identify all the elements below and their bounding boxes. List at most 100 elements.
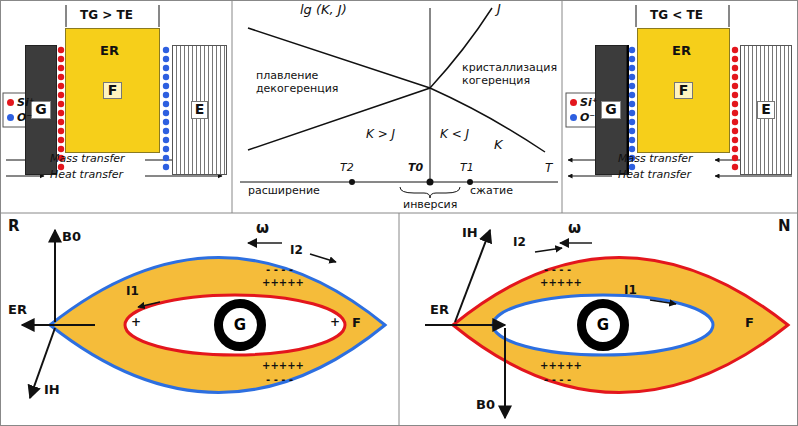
node-label: G: [234, 317, 246, 334]
ion-dot: [629, 92, 635, 98]
legend-swatch: [570, 114, 577, 121]
ion-dot: [629, 47, 635, 53]
vector-label: B0: [476, 398, 495, 413]
charge-label: - - - -: [544, 374, 571, 386]
current-label: I1: [624, 284, 637, 298]
ion-dot: [163, 74, 169, 80]
ion-dot: [58, 110, 64, 116]
charge-label: - - - -: [266, 264, 293, 276]
vector-label: B0: [62, 230, 81, 245]
ion-dot: [732, 155, 738, 161]
axis-tick: T1: [460, 162, 474, 175]
charge-label: +: [330, 316, 340, 330]
divider: [562, 0, 563, 213]
charge-label: - - - -: [266, 374, 293, 386]
ion-dot: [732, 74, 738, 80]
temperature-note: TG < TE: [650, 9, 703, 23]
ion-dot: [58, 83, 64, 89]
axis-note: сжатие: [470, 185, 513, 198]
band-label: F: [745, 316, 754, 331]
legend-swatch: [7, 99, 14, 106]
ion-dot: [58, 146, 64, 152]
ion-dot: [732, 164, 738, 170]
field-label: ER: [100, 44, 119, 59]
ion-dot: [629, 83, 635, 89]
ion-dot: [163, 128, 169, 134]
ion-dot: [732, 128, 738, 134]
vector-label: IH: [462, 226, 478, 241]
ion-dot: [629, 110, 635, 116]
legend-entry: O⁻: [570, 111, 595, 124]
ion-dot: [629, 146, 635, 152]
vector-label: ER: [8, 303, 27, 318]
ion-dot: [732, 56, 738, 62]
ion-dot: [163, 83, 169, 89]
core-circle: G: [577, 299, 629, 351]
ion-dot: [629, 137, 635, 143]
node-label: F: [103, 82, 123, 99]
flow-label: Heat transfer: [618, 169, 691, 182]
field-label: ER: [672, 44, 691, 59]
axis-note: расширение: [248, 185, 320, 198]
ion-dot: [732, 101, 738, 107]
ion-dot: [629, 65, 635, 71]
charge-label: +++++: [540, 277, 582, 289]
charge-label: +++++: [262, 360, 304, 372]
ion-dot: [58, 65, 64, 71]
ion-dot: [163, 47, 169, 53]
legend-text: O⁻: [17, 111, 32, 124]
legend-text: Si⁺: [17, 96, 35, 109]
ion-dot: [629, 101, 635, 107]
orbit-right: [425, 230, 788, 418]
axis-tick: T0: [408, 162, 423, 175]
ion-dot: [163, 119, 169, 125]
ion-dot: [629, 74, 635, 80]
axis-label: lg (K, J): [300, 3, 347, 18]
charge-label: +++++: [262, 277, 304, 289]
ion-dot: [732, 47, 738, 53]
vector-label: IH: [44, 383, 60, 398]
band-label: F: [352, 316, 361, 331]
right-cell: [566, 5, 792, 176]
vector-label: ER: [430, 303, 449, 318]
ion-dot: [58, 128, 64, 134]
axis-note: инверсия: [403, 199, 457, 212]
ion-dot: [732, 83, 738, 89]
ion-dot: [58, 92, 64, 98]
legend-entry: Si⁺: [570, 96, 598, 109]
ion-dot: [163, 101, 169, 107]
temperature-note: TG > TE: [80, 9, 133, 23]
curve-label: J: [497, 2, 501, 17]
ion-dot: [163, 155, 169, 161]
legend-entry: Si⁺: [7, 96, 35, 109]
region-label: K > J: [366, 128, 395, 142]
node-label: E: [757, 101, 775, 118]
electrode-box: E: [172, 45, 227, 175]
core-circle: G: [214, 299, 266, 351]
ion-dot: [732, 137, 738, 143]
ion-dot: [163, 110, 169, 116]
flow-label: Mass transfer: [618, 153, 693, 166]
region-label: кристаллизация когеренция: [462, 62, 558, 87]
ion-dot: [163, 164, 169, 170]
legend-swatch: [7, 114, 14, 121]
ion-dot: [732, 146, 738, 152]
ion-dot: [58, 119, 64, 125]
panel-letter: R: [8, 218, 20, 235]
flow-label: Mass transfer: [50, 153, 125, 166]
charge-label: +: [131, 316, 141, 330]
current-label: I2: [290, 244, 303, 258]
region-label: K < J: [440, 128, 469, 142]
ion-dot: [58, 47, 64, 53]
ion-dot: [163, 65, 169, 71]
legend-text: O⁻: [580, 111, 595, 124]
ion-dot: [163, 92, 169, 98]
panel-letter: N: [778, 218, 791, 235]
charge-label: +++++: [540, 360, 582, 372]
ion-dot: [732, 119, 738, 125]
legend-text: Si⁺: [580, 96, 598, 109]
node-label: F: [674, 82, 694, 99]
current-label: I1: [126, 285, 139, 299]
